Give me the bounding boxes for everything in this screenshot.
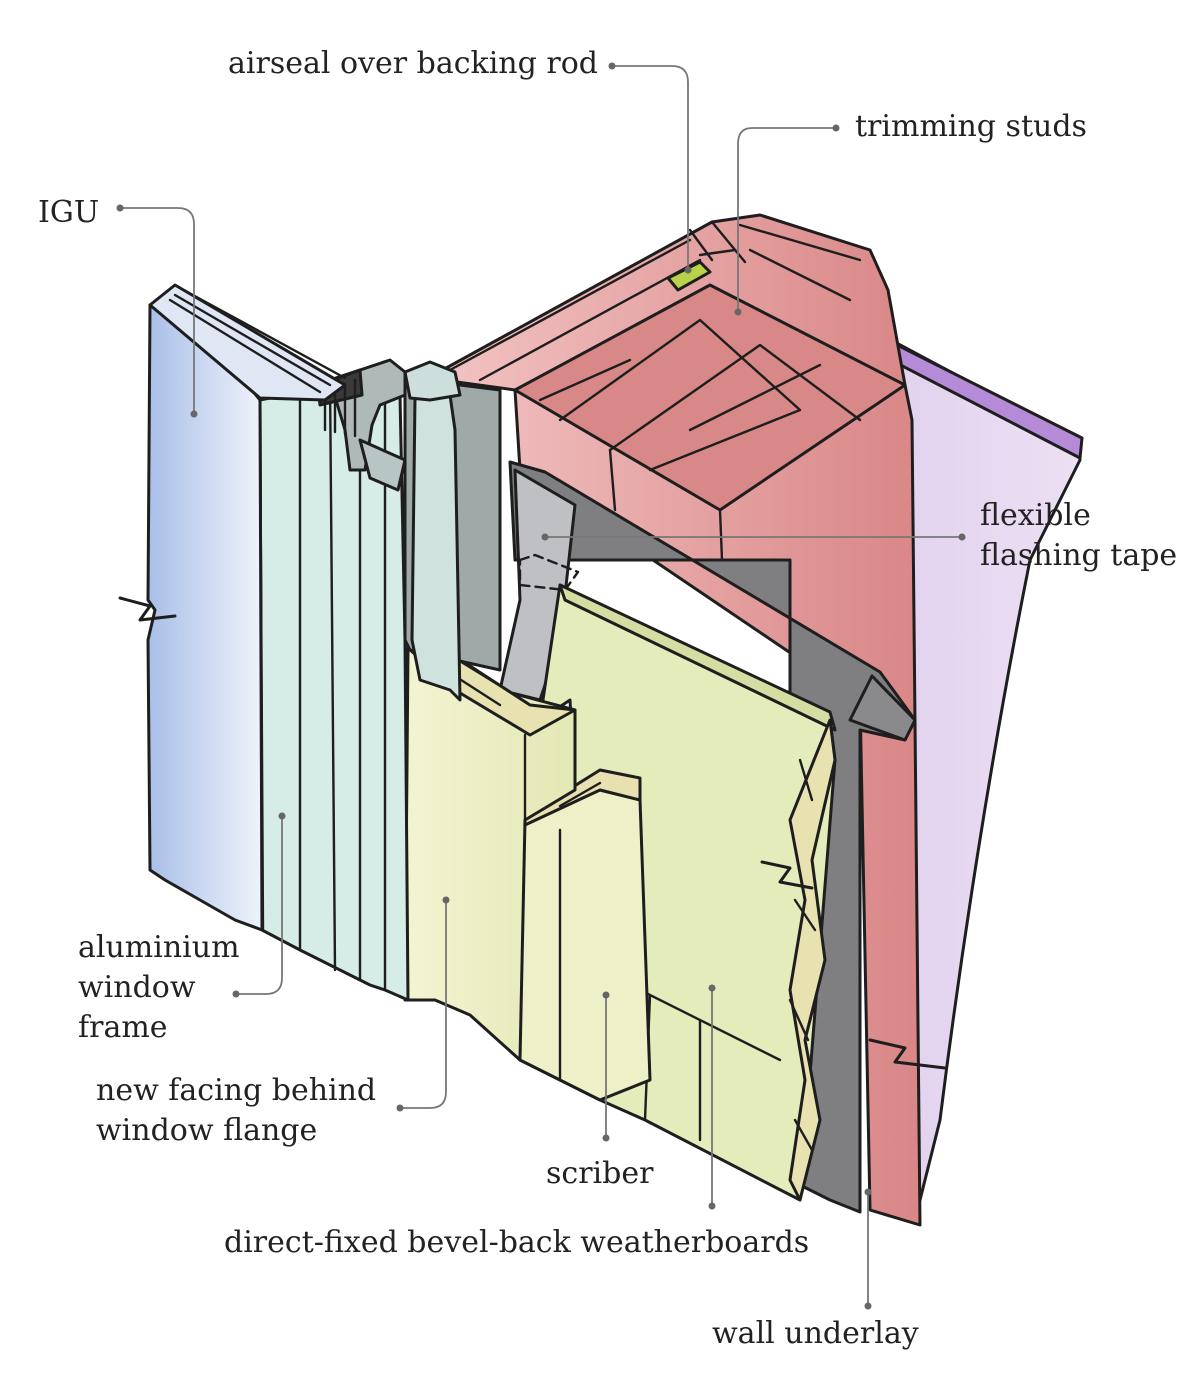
label-flashing-tape-line-2: flashing tape [980, 538, 1178, 573]
label-window-frame-line-1: aluminium [78, 930, 240, 965]
scriber-strip [518, 788, 652, 1102]
label-new-facing-line-2: window flange [96, 1113, 318, 1148]
label-new-facing-line-1: new facing behind [96, 1073, 377, 1108]
leader-window-frame [236, 816, 283, 995]
label-igu: IGU [38, 195, 100, 230]
building-lining [758, 268, 1082, 1222]
label-window-frame-line-2: window [78, 970, 196, 1005]
stud-end-grain-lines [448, 223, 907, 562]
leader-trimming-studs [737, 127, 836, 312]
label-airseal: airseal over backing rod [228, 46, 598, 81]
airseal-gap-lines [688, 220, 747, 264]
leader-lines [116, 62, 966, 1310]
label-weatherboards: direct-fixed bevel-back weatherboards [224, 1225, 810, 1260]
label-trimming-studs: trimming studs [855, 109, 1087, 144]
label-scriber: scriber [546, 1156, 654, 1191]
leader-airseal [612, 65, 689, 270]
label-wall-underlay: wall underlay [712, 1316, 919, 1351]
leader-igu [120, 207, 195, 414]
weatherboard-lap-edge [558, 583, 837, 732]
aluminium-window-frame [258, 358, 502, 1002]
break-symbol-left [118, 596, 177, 622]
label-new-facing: new facing behind window flange [96, 1071, 376, 1151]
leader-new-facing [400, 900, 447, 1109]
igu-glass [118, 283, 347, 932]
label-flashing-tape-line-1: flexible [980, 498, 1091, 533]
label-window-frame-line-3: frame [78, 1010, 168, 1045]
label-flashing-tape: flexible flashing tape [980, 496, 1177, 576]
underlay-fold [848, 674, 917, 742]
weatherboard-end-grain [788, 718, 837, 1202]
break-symbol-right [760, 860, 947, 1070]
label-window-frame: aluminium window frame [78, 928, 240, 1048]
